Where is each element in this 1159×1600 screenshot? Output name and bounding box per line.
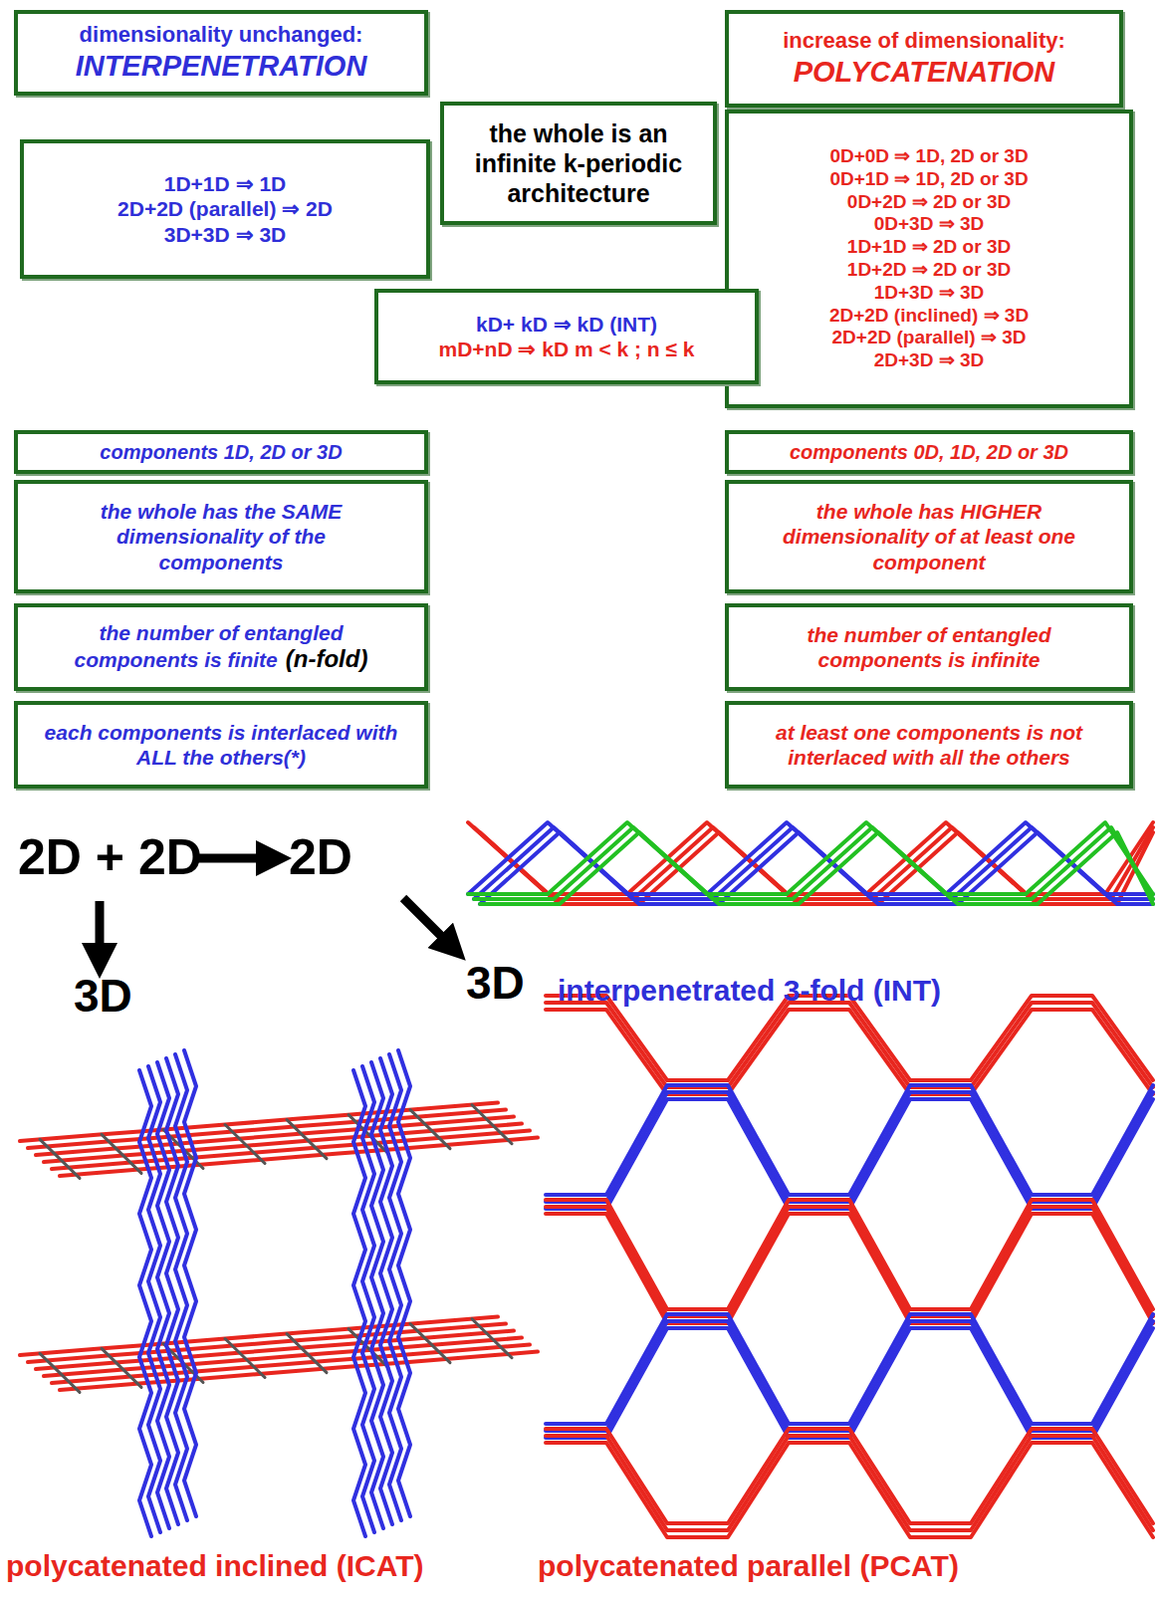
box-text: POLYCATENATION xyxy=(793,54,1056,90)
layer-link xyxy=(471,1105,512,1145)
box-text: 0D+3D ⇒ 3D xyxy=(874,213,985,236)
box-text: INTERPENETRATION xyxy=(75,48,368,84)
text-box: at least one components is not interlace… xyxy=(724,700,1134,789)
layer-link xyxy=(101,1134,142,1173)
layer-strand xyxy=(59,1138,538,1176)
text-box: 1D+1D ⇒ 1D2D+2D (parallel) ⇒ 2D3D+3D ⇒ 3… xyxy=(19,139,431,279)
box-text: 1D+1D ⇒ 2D or 3D xyxy=(847,235,1011,259)
box-text: at least one components is not interlace… xyxy=(738,719,1120,770)
text-box: the whole has the SAME dimensionality of… xyxy=(13,479,429,594)
box-text: 0D+0D ⇒ 1D, 2D or 3D xyxy=(829,145,1028,169)
arrow-down xyxy=(95,901,105,961)
box-text: the number of entangled components is in… xyxy=(779,622,1079,673)
layer-link xyxy=(39,1139,80,1178)
layer-strand xyxy=(545,1321,1154,1431)
layer-link xyxy=(410,1110,451,1150)
box-text: increase of dimensionality: xyxy=(782,27,1066,54)
dimension-label: 2D + 2D xyxy=(17,830,203,886)
figure-caption: interpenetrated 3-fold (INT) xyxy=(557,973,941,1007)
box-text: 0D+2D ⇒ 2D or 3D xyxy=(847,191,1011,215)
layer-strand xyxy=(545,1085,1154,1195)
figure-caption: polycatenated inclined (ICAT) xyxy=(5,1549,425,1583)
box-text: 1D+2D ⇒ 2D or 3D xyxy=(847,258,1011,282)
layer-strand xyxy=(545,1009,1154,1095)
box-text: 0D+1D ⇒ 1D, 2D or 3D xyxy=(829,168,1028,192)
box-text: dimensionality unchanged: xyxy=(79,21,364,48)
text-box: the number of entangled components is fi… xyxy=(13,603,429,692)
layer-link xyxy=(471,1319,512,1359)
layer-strand xyxy=(51,1345,530,1384)
text-box: kD+ kD ⇒ kD (INT)mD+nD ⇒ kD m < k ; n ≤ … xyxy=(374,288,759,385)
layer-strand xyxy=(545,1206,1154,1317)
text-line: the number of entangled components is fi… xyxy=(51,620,391,675)
box-text: each components is interlaced with ALL t… xyxy=(27,719,415,770)
box-text: components 1D, 2D or 3D xyxy=(99,440,342,464)
box-text: mD+nD ⇒ kD m < k ; n ≤ k xyxy=(438,336,695,362)
layer-strand xyxy=(545,1435,1154,1531)
box-text: 2D+2D (parallel) ⇒ 2D xyxy=(117,196,333,222)
box-text: kD+ kD ⇒ kD (INT) xyxy=(475,311,658,337)
box-text: the whole has HIGHER dimensionality of a… xyxy=(769,498,1089,575)
box-text: 1D+3D ⇒ 3D xyxy=(874,281,985,305)
layer-strand xyxy=(51,1131,530,1169)
box-text: 2D+2D (parallel) ⇒ 3D xyxy=(832,326,1027,350)
text-box: components 0D, 1D, 2D or 3D xyxy=(724,430,1134,474)
box-text: the whole has the SAME dimensionality of… xyxy=(56,498,386,575)
layer-strand xyxy=(545,1328,1154,1438)
text-box: increase of dimensionality:POLYCATENATIO… xyxy=(724,9,1124,108)
arrow-diagonal xyxy=(403,898,454,948)
box-text: components 0D, 1D, 2D or 3D xyxy=(789,440,1069,464)
layer-link xyxy=(225,1125,265,1164)
layer-link xyxy=(286,1334,327,1374)
layer-link xyxy=(225,1339,265,1379)
layer-strand xyxy=(545,1099,1154,1209)
text-box: the whole is an infinite k-periodic arch… xyxy=(440,101,717,226)
layer-strand xyxy=(184,1050,197,1517)
text-box: the whole has HIGHER dimensionality of a… xyxy=(724,479,1134,594)
net-strand xyxy=(479,832,1154,905)
text-box: the number of entangled components is in… xyxy=(724,603,1134,692)
layer-strand xyxy=(59,1352,538,1391)
layer-strand xyxy=(545,1442,1154,1538)
box-text: (n-fold) xyxy=(285,645,369,673)
box-text: 2D+3D ⇒ 3D xyxy=(874,349,985,373)
layer-strand xyxy=(545,1213,1154,1324)
text-box: dimensionality unchanged:INTERPENETRATIO… xyxy=(13,9,429,96)
text-box: components 1D, 2D or 3D xyxy=(13,430,429,474)
box-text: the whole is an infinite k-periodic arch… xyxy=(454,118,703,209)
arrow-right xyxy=(194,854,274,864)
dimension-label: 3D xyxy=(465,957,525,1009)
layer-strand xyxy=(545,1002,1154,1088)
dimension-label: 3D xyxy=(73,970,133,1022)
box-text: 2D+2D (inclined) ⇒ 3D xyxy=(829,304,1029,328)
box-text: 3D+3D ⇒ 3D xyxy=(164,222,286,247)
text-box: 0D+0D ⇒ 1D, 2D or 3D0D+1D ⇒ 1D, 2D or 3D… xyxy=(724,109,1134,409)
dimension-label: 2D xyxy=(288,830,353,886)
layer-link xyxy=(39,1353,80,1392)
layer-link xyxy=(286,1120,327,1159)
figure-caption: polycatenated parallel (PCAT) xyxy=(537,1549,959,1583)
layer-link xyxy=(101,1348,142,1388)
layer-strand xyxy=(398,1050,411,1517)
layer-strand xyxy=(545,1092,1154,1202)
box-text: 1D+1D ⇒ 1D xyxy=(164,171,286,197)
layer-link xyxy=(410,1324,451,1364)
text-box: each components is interlaced with ALL t… xyxy=(13,700,429,789)
layer-strand xyxy=(545,1314,1154,1424)
